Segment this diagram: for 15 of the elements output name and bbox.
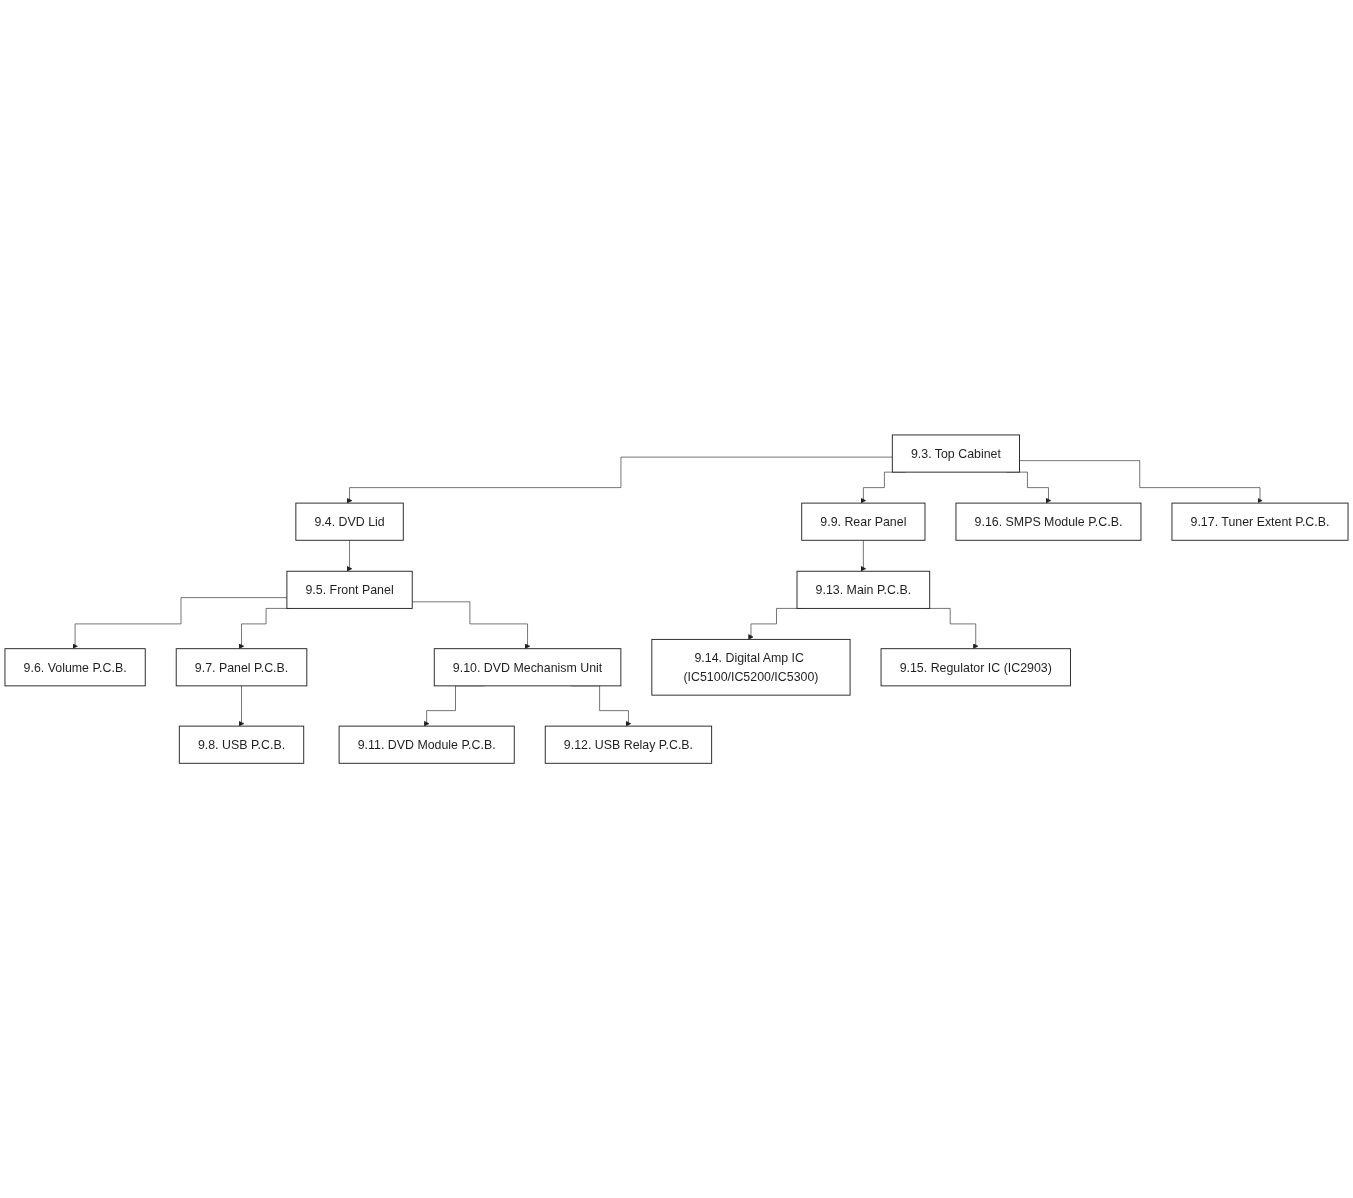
node-box: 9.7. Panel P.C.B. bbox=[175, 648, 308, 687]
node-box: 9.5. Front Panel bbox=[286, 570, 413, 609]
node-box: 9.9. Rear Panel bbox=[801, 502, 926, 541]
node-box: 9.14. Digital Amp IC (IC5100/IC5200/IC5300) bbox=[651, 638, 851, 696]
node-box: 9.6. Volume P.C.B. bbox=[4, 648, 146, 687]
node-box: 9.11. DVD Module P.C.B. bbox=[338, 725, 515, 764]
node-box: 9.17. Tuner Extent P.C.B. bbox=[1171, 502, 1349, 541]
node-box: 9.8. USB P.C.B. bbox=[178, 725, 305, 764]
node-box: 9.12. USB Relay P.C.B. bbox=[544, 725, 713, 764]
node-box: 9.13. Main P.C.B. bbox=[796, 570, 931, 609]
node-box: 9.16. SMPS Module P.C.B. bbox=[955, 502, 1142, 541]
node-box: 9.4. DVD Lid bbox=[295, 502, 404, 541]
node-box: 9.10. DVD Mechanism Unit bbox=[433, 648, 622, 687]
node-box: 9.15. Regulator IC (IC2903) bbox=[880, 648, 1071, 687]
node-box: 9.3. Top Cabinet bbox=[891, 434, 1020, 473]
